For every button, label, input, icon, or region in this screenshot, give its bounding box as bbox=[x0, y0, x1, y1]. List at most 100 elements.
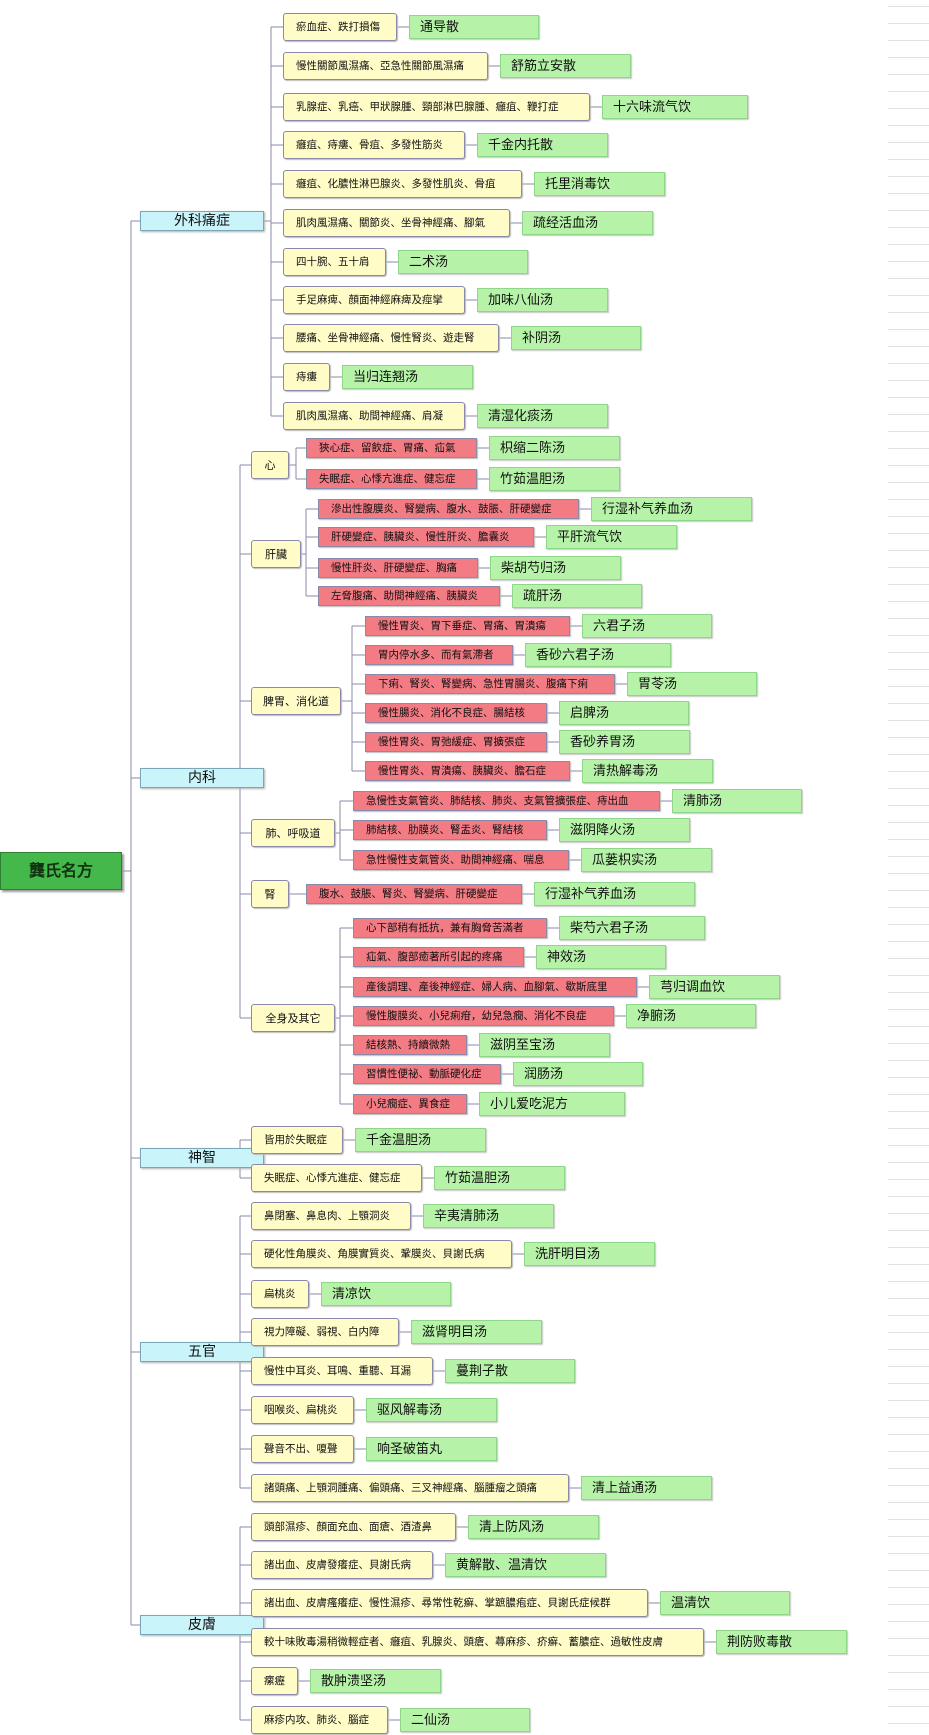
condition-node[interactable]: 慢性腹膜炎、小兒痢疳，幼兒急癇、消化不良症 bbox=[353, 1006, 614, 1026]
formula-node[interactable]: 十六味流气饮 bbox=[602, 95, 748, 119]
formula-node[interactable]: 舒筋立安散 bbox=[500, 54, 631, 78]
subgroup-node[interactable]: 全身及其它 bbox=[251, 1004, 335, 1032]
formula-node[interactable]: 枳缩二陈汤 bbox=[489, 436, 620, 460]
formula-node[interactable]: 当归连翘汤 bbox=[342, 365, 473, 389]
condition-node[interactable]: 鼻閉塞、鼻息肉、上顎洞炎 bbox=[251, 1202, 411, 1230]
condition-node[interactable]: 腹水、鼓脹、腎炎、腎變病、肝硬變症 bbox=[306, 884, 522, 904]
category-node[interactable]: 外科痛症 bbox=[140, 211, 264, 231]
formula-node[interactable]: 二术汤 bbox=[398, 250, 528, 274]
subgroup-node[interactable]: 脾胃、消化道 bbox=[251, 687, 341, 715]
condition-node[interactable]: 癰疽、痔瘻、骨疽、多發性筋炎 bbox=[283, 131, 465, 159]
condition-node[interactable]: 視力障礙、弱視、白内障 bbox=[251, 1318, 399, 1346]
formula-node[interactable]: 疏肝汤 bbox=[512, 584, 642, 608]
formula-node[interactable]: 竹茹温胆汤 bbox=[489, 467, 620, 491]
formula-node[interactable]: 加味八仙汤 bbox=[477, 288, 608, 312]
formula-node[interactable]: 辛夷清肺汤 bbox=[423, 1204, 554, 1228]
condition-node[interactable]: 疝氣、腹部癒著所引起的疼痛 bbox=[353, 947, 524, 967]
condition-node[interactable]: 瘀血症、跌打損傷 bbox=[283, 13, 397, 41]
condition-node[interactable]: 心下部稍有抵抗，兼有胸脅苦滿者 bbox=[353, 918, 547, 938]
condition-node[interactable]: 痔瘻 bbox=[283, 363, 330, 391]
formula-node[interactable]: 行湿补气养血汤 bbox=[591, 497, 752, 521]
condition-node[interactable]: 狹心症、留飲症、胃痛、疝氣 bbox=[306, 438, 477, 458]
formula-node[interactable]: 柴芍六君子汤 bbox=[559, 916, 705, 940]
condition-node[interactable]: 乳腺症、乳癌、甲狀腺腫、頸部淋巴腺腫、癰疽、鞭打症 bbox=[283, 93, 590, 121]
condition-node[interactable]: 硬化性角膜炎、角膜實質炎、鞏膜炎、貝謝氏病 bbox=[251, 1240, 512, 1268]
condition-node[interactable]: 急性慢性支氣管炎、助間神經痛、喘息 bbox=[353, 850, 569, 870]
formula-node[interactable]: 滋阴至宝汤 bbox=[479, 1033, 610, 1057]
formula-node[interactable]: 小儿爱吃泥方 bbox=[479, 1092, 625, 1116]
condition-node[interactable]: 習慣性便祕、動脈硬化症 bbox=[353, 1064, 501, 1084]
condition-node[interactable]: 肌肉風濕痛、助間神經痛、肩凝 bbox=[283, 402, 465, 430]
subgroup-node[interactable]: 肺、呼吸道 bbox=[251, 819, 335, 847]
condition-node[interactable]: 慢性中耳炎、耳鳴、重聽、耳漏 bbox=[251, 1357, 433, 1385]
condition-node[interactable]: 胃内停水多、而有氣滯者 bbox=[365, 645, 513, 665]
condition-node[interactable]: 下痢、腎炎、腎變病、急性胃腸炎、腹痛下痢 bbox=[365, 674, 615, 694]
formula-node[interactable]: 千金温胆汤 bbox=[355, 1128, 486, 1152]
formula-node[interactable]: 香砂六君子汤 bbox=[525, 643, 671, 667]
condition-node[interactable]: 諸出血、皮膚瘙癢症、慢性濕疹、尋常性乾癬、掌蹠膿疱症、貝謝氏症候群 bbox=[251, 1589, 648, 1617]
condition-node[interactable]: 咽喉炎、扁桃炎 bbox=[251, 1396, 354, 1424]
category-node[interactable]: 皮膚 bbox=[140, 1615, 264, 1635]
condition-node[interactable]: 結核熱、持續微熱 bbox=[353, 1035, 467, 1055]
root-node[interactable]: 龔氏名方 bbox=[0, 852, 122, 890]
condition-node[interactable]: 手足麻痺、顏面神經麻痺及痙攣 bbox=[283, 286, 465, 314]
condition-node[interactable]: 產後調理、產後神經症、婦人病、血腳氣、歇斯底里 bbox=[353, 977, 637, 997]
condition-node[interactable]: 腰痛、坐骨神經痛、慢性腎炎、遊走腎 bbox=[283, 324, 499, 352]
formula-node[interactable]: 蔓荆子散 bbox=[445, 1359, 575, 1383]
condition-node[interactable]: 癰疽、化膿性淋巴腺炎、多發性肌炎、骨疽 bbox=[283, 170, 522, 198]
condition-node[interactable]: 頭部濕疹、顏面充血、面瘡、酒渣鼻 bbox=[251, 1513, 456, 1541]
formula-node[interactable]: 荆防败毒散 bbox=[716, 1630, 847, 1654]
condition-node[interactable]: 滲出性腹膜炎、腎變病、腹水、鼓脹、肝硬變症 bbox=[318, 499, 579, 519]
formula-node[interactable]: 黄解散、温清饮 bbox=[445, 1553, 606, 1577]
formula-node[interactable]: 香砂养胃汤 bbox=[559, 730, 690, 754]
condition-node[interactable]: 瘰癧 bbox=[251, 1667, 298, 1695]
formula-node[interactable]: 净腑汤 bbox=[626, 1004, 756, 1028]
formula-node[interactable]: 润肠汤 bbox=[513, 1062, 643, 1086]
formula-node[interactable]: 行湿补气养血汤 bbox=[534, 882, 695, 906]
formula-node[interactable]: 启脾汤 bbox=[559, 701, 689, 725]
condition-node[interactable]: 慢性腸炎、消化不良症、腸結核 bbox=[365, 703, 547, 723]
formula-node[interactable]: 滋阴降火汤 bbox=[559, 818, 690, 842]
condition-node[interactable]: 左脅腹痛、助間神經痛、胰臟炎 bbox=[318, 586, 500, 606]
formula-node[interactable]: 千金内托散 bbox=[477, 133, 608, 157]
formula-node[interactable]: 芎归调血饮 bbox=[649, 975, 780, 999]
condition-node[interactable]: 慢性關節風濕痛、亞急性關節風濕痛 bbox=[283, 52, 488, 80]
formula-node[interactable]: 柴胡芍归汤 bbox=[490, 556, 621, 580]
formula-node[interactable]: 瓜蒌枳实汤 bbox=[581, 848, 712, 872]
formula-node[interactable]: 滋肾明目汤 bbox=[411, 1320, 542, 1344]
subgroup-node[interactable]: 心 bbox=[251, 451, 289, 479]
formula-node[interactable]: 响圣破笛丸 bbox=[366, 1437, 497, 1461]
subgroup-node[interactable]: 肝臟 bbox=[251, 540, 301, 568]
formula-node[interactable]: 竹茹温胆汤 bbox=[434, 1166, 565, 1190]
condition-node[interactable]: 諸頭痛、上顎洞腫痛、偏頭痛、三叉神經痛、腦腫瘤之頭痛 bbox=[251, 1474, 569, 1502]
condition-node[interactable]: 肌肉風濕痛、關節炎、坐骨神經痛、腳氣 bbox=[283, 209, 510, 237]
condition-node[interactable]: 諸出血、皮膚發癢症、貝謝氏病 bbox=[251, 1551, 433, 1579]
condition-node[interactable]: 失眠症、心悸亢進症、健忘症 bbox=[306, 469, 477, 489]
formula-node[interactable]: 洗肝明目汤 bbox=[524, 1242, 655, 1266]
formula-node[interactable]: 六君子汤 bbox=[582, 614, 712, 638]
condition-node[interactable]: 四十腕、五十肩 bbox=[283, 248, 386, 276]
formula-node[interactable]: 胃苓汤 bbox=[627, 672, 757, 696]
formula-node[interactable]: 驱风解毒汤 bbox=[366, 1398, 497, 1422]
condition-node[interactable]: 麻疹内攻、肺炎、腦症 bbox=[251, 1706, 388, 1734]
formula-node[interactable]: 通导散 bbox=[409, 15, 539, 39]
subgroup-node[interactable]: 腎 bbox=[251, 880, 289, 908]
formula-node[interactable]: 清热解毒汤 bbox=[582, 759, 713, 783]
condition-node[interactable]: 肝硬變症、胰臟炎、慢性肝炎、膽囊炎 bbox=[318, 527, 534, 547]
condition-node[interactable]: 聲音不出、嗄聲 bbox=[251, 1435, 354, 1463]
formula-node[interactable]: 清肺汤 bbox=[672, 789, 802, 813]
condition-node[interactable]: 慢性胃炎、胃下垂症、胃痛、胃潰瘍 bbox=[365, 616, 570, 636]
formula-node[interactable]: 清湿化痰汤 bbox=[477, 404, 608, 428]
formula-node[interactable]: 二仙汤 bbox=[400, 1708, 530, 1732]
formula-node[interactable]: 托里消毒饮 bbox=[534, 172, 665, 196]
condition-node[interactable]: 慢性胃炎、胃弛緩症、胃擴張症 bbox=[365, 732, 547, 752]
condition-node[interactable]: 較十味敗毒湯稍微輕症者、癰疽、乳腺炎、頭瘡、蕁麻疹、疥癬、蓄膿症、過敏性皮膚 bbox=[251, 1628, 704, 1656]
formula-node[interactable]: 疏经活血汤 bbox=[522, 211, 653, 235]
condition-node[interactable]: 慢性胃炎、胃潰瘍、胰臟炎、膽石症 bbox=[365, 761, 570, 781]
formula-node[interactable]: 清凉饮 bbox=[321, 1282, 451, 1306]
formula-node[interactable]: 补阴汤 bbox=[511, 326, 641, 350]
condition-node[interactable]: 失眠症、心悸亢進症、健忘症 bbox=[251, 1164, 422, 1192]
condition-node[interactable]: 皆用於失眠症 bbox=[251, 1126, 343, 1154]
formula-node[interactable]: 神效汤 bbox=[536, 945, 666, 969]
formula-node[interactable]: 温清饮 bbox=[660, 1591, 790, 1615]
